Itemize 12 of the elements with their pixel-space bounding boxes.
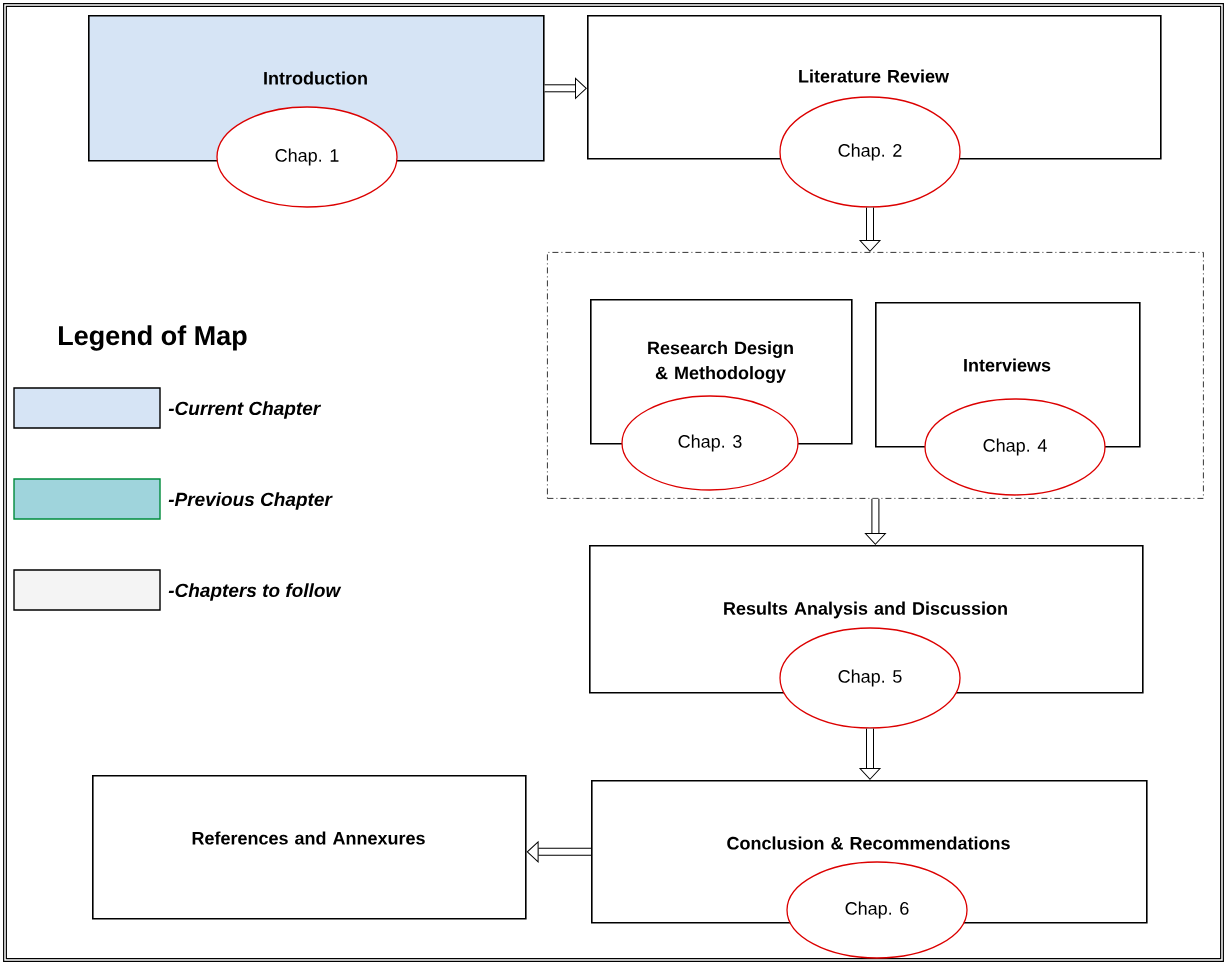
block-arrow xyxy=(864,498,886,545)
dashed-group-box xyxy=(547,252,1204,499)
block-arrow xyxy=(859,207,881,252)
legend-text: -Current Chapter xyxy=(168,401,322,419)
block-arrow xyxy=(544,77,587,99)
chapter-box: References and Annexures xyxy=(92,775,527,920)
block-arrow xyxy=(526,841,591,863)
block-arrow xyxy=(859,728,881,780)
legend-text: -Chapters to follow xyxy=(168,583,342,601)
legend-title: Legend of Map xyxy=(59,325,247,351)
node-label: Chap. 6 xyxy=(845,901,909,919)
legend-text: -Previous Chapter xyxy=(168,492,333,510)
